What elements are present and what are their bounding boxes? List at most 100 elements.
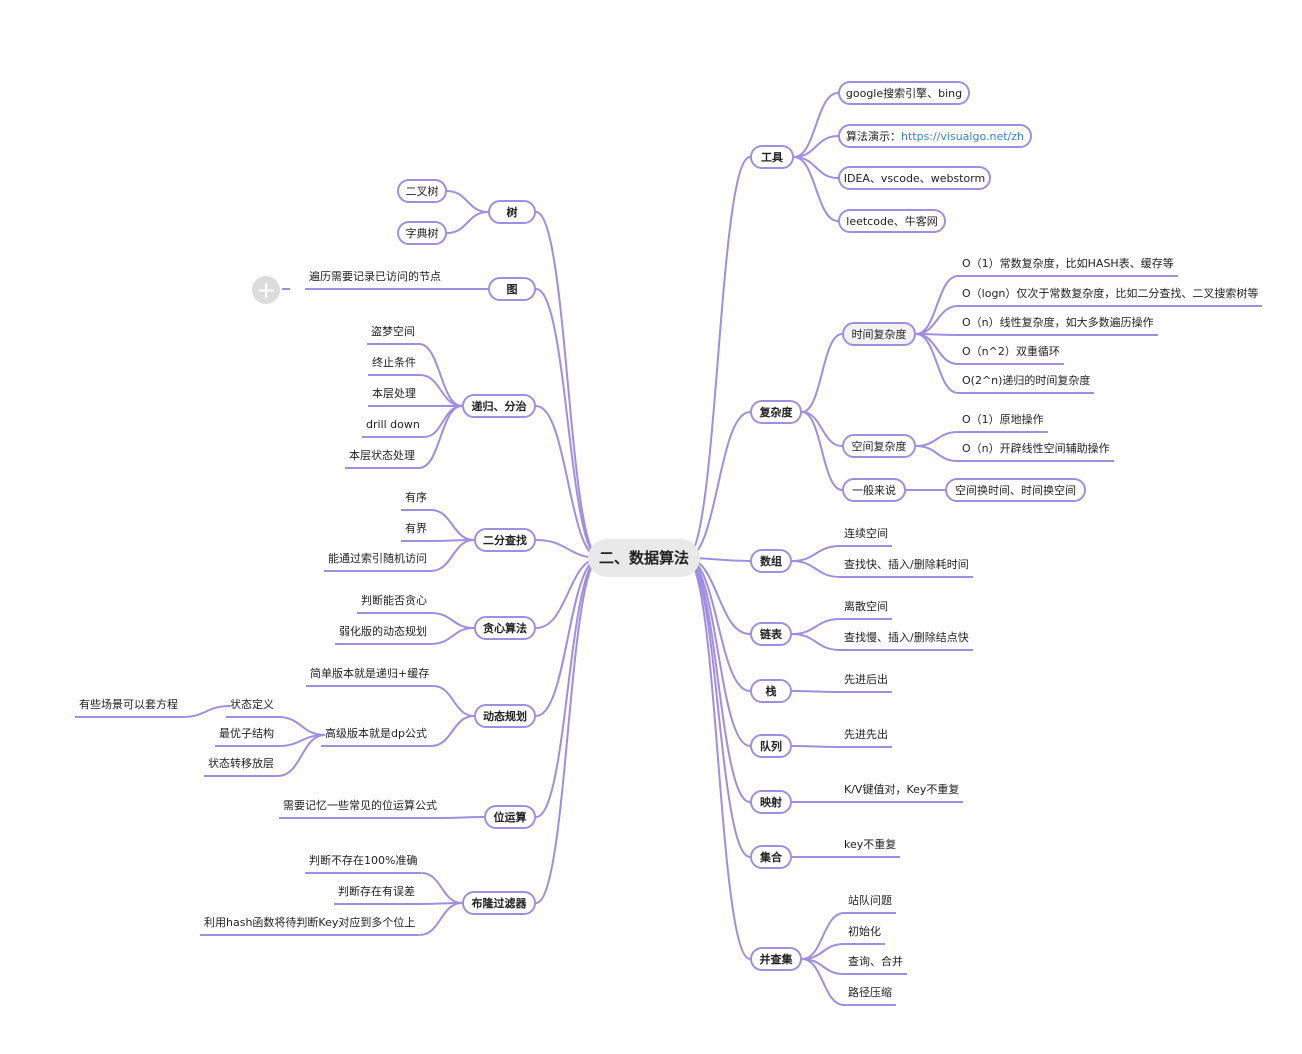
- connector: [801, 958, 845, 1006]
- connector: [791, 545, 841, 562]
- connector: [440, 816, 485, 819]
- connector: [418, 343, 463, 407]
- recursion-item-process[interactable]: 本层处理: [372, 387, 416, 400]
- uf-item-find-union[interactable]: 查询、合并: [848, 955, 903, 968]
- greedy-item-judge[interactable]: 判断能否贪心: [361, 594, 427, 607]
- bs-item-index[interactable]: 能通过索引随机访问: [328, 552, 427, 565]
- bloom-item-not-exist[interactable]: 判断不存在100%准确: [309, 854, 418, 867]
- time-item-on2[interactable]: O（n^2）双重循环: [962, 345, 1060, 358]
- recursion-item-terminate[interactable]: 终止条件: [372, 356, 416, 369]
- dp-optimal-substructure[interactable]: 最优子结构: [219, 727, 274, 740]
- recursion-item-drill-down[interactable]: drill down: [366, 418, 420, 431]
- tools-item-search[interactable]: google搜索引擎、bing: [838, 81, 970, 105]
- connector: [430, 715, 475, 747]
- tools-item-algo-demo[interactable]: 算法演示：https://visualgo.net/zh: [838, 124, 1032, 148]
- branch-graph[interactable]: 图: [488, 277, 536, 301]
- branch-dp[interactable]: 动态规划: [474, 704, 536, 728]
- branch-tools[interactable]: 工具: [750, 145, 794, 169]
- connector: [430, 627, 475, 645]
- time-item-o1[interactable]: O（1）常数复杂度，比如HASH表、缓存等: [962, 257, 1174, 270]
- connector: [801, 333, 843, 413]
- branch-bloom-filter[interactable]: 布隆过滤器: [462, 891, 536, 915]
- list-item-ops[interactable]: 查找慢、插入/删除结点快: [844, 631, 969, 644]
- dp-item-simple[interactable]: 简单版本就是递归+缓存: [310, 667, 430, 680]
- uf-item-init[interactable]: 初始化: [848, 925, 881, 938]
- root-edge: [685, 411, 751, 559]
- connector: [915, 333, 959, 365]
- branch-tree[interactable]: 树: [488, 200, 536, 224]
- list-item-discrete[interactable]: 离散空间: [844, 600, 888, 613]
- algo-demo-link[interactable]: https://visualgo.net/zh: [900, 129, 1024, 143]
- time-item-ologn[interactable]: O（logn）仅次于常数复杂度，比如二分查找、二叉搜索树等: [962, 287, 1259, 300]
- time-complexity-node[interactable]: 时间复杂度: [842, 322, 916, 346]
- space-item-o1[interactable]: O（1）原地操作: [962, 413, 1044, 426]
- branch-set[interactable]: 集合: [750, 845, 792, 869]
- stack-item[interactable]: 先进后出: [844, 673, 888, 686]
- connector: [791, 560, 841, 578]
- connector: [430, 509, 475, 541]
- branch-stack[interactable]: 栈: [750, 679, 792, 703]
- branch-greedy[interactable]: 贪心算法: [474, 616, 536, 640]
- tree-item-binary[interactable]: 二叉树: [397, 179, 447, 203]
- branch-bit-ops[interactable]: 位运算: [484, 805, 536, 829]
- bit-item[interactable]: 需要记忆一些常见的位运算公式: [283, 799, 437, 812]
- general-item[interactable]: 空间换时间、时间换空间: [945, 478, 1086, 502]
- connector: [181, 705, 231, 718]
- set-item[interactable]: key不重复: [844, 838, 897, 851]
- branch-union-find[interactable]: 并查集: [750, 947, 802, 971]
- connector: [793, 92, 839, 158]
- connector: [421, 872, 463, 904]
- tools-item-oj[interactable]: leetcode、牛客网: [838, 209, 946, 233]
- connector: [915, 275, 959, 335]
- connector: [915, 333, 959, 394]
- branch-queue[interactable]: 队列: [750, 734, 792, 758]
- branch-recursion[interactable]: 递归、分治: [462, 394, 536, 418]
- dp-state-definition-note[interactable]: 有些场景可以套方程: [79, 698, 178, 711]
- root-node[interactable]: 二、数据算法: [588, 539, 700, 577]
- array-item-contiguous[interactable]: 连续空间: [844, 527, 888, 540]
- dp-item-advanced[interactable]: 高级版本就是dp公式: [325, 727, 427, 740]
- branch-complexity[interactable]: 复杂度: [750, 400, 802, 424]
- dp-state-definition[interactable]: 状态定义: [230, 698, 274, 711]
- connector: [446, 211, 489, 234]
- plus-icon[interactable]: +: [252, 276, 280, 304]
- graph-item[interactable]: 遍历需要记录已访问的节点: [309, 270, 441, 283]
- connector: [791, 618, 841, 635]
- bs-item-sorted[interactable]: 有序: [405, 491, 427, 504]
- connector: [915, 445, 959, 462]
- connector: [277, 734, 326, 777]
- connector: [791, 633, 841, 651]
- branch-map[interactable]: 映射: [750, 790, 792, 814]
- bloom-item-exist[interactable]: 判断存在有误差: [338, 885, 415, 898]
- time-item-o2n[interactable]: O(2^n)递归的时间复杂度: [962, 374, 1091, 387]
- connector: [791, 745, 841, 748]
- uf-item-queue[interactable]: 站队问题: [848, 894, 892, 907]
- recursion-item-state[interactable]: 本层状态处理: [349, 449, 415, 462]
- branch-binary-search[interactable]: 二分查找: [474, 528, 536, 552]
- connector: [277, 716, 326, 736]
- bloom-item-hash[interactable]: 利用hash函数将待判断Key对应到多个位上: [204, 916, 416, 929]
- time-item-on[interactable]: O（n）线性复杂度，如大多数遍历操作: [962, 316, 1154, 329]
- connector: [419, 902, 463, 936]
- space-complexity-node[interactable]: 空间复杂度: [842, 434, 916, 458]
- algo-demo-prefix: 算法演示：: [845, 129, 901, 143]
- map-item[interactable]: K/V键值对，Key不重复: [844, 783, 960, 796]
- space-item-on[interactable]: O（n）开辟线性空间辅助操作: [962, 442, 1110, 455]
- tools-item-ide[interactable]: IDEA、vscode、webstorm: [838, 166, 991, 190]
- queue-item[interactable]: 先进先出: [844, 728, 888, 741]
- root-edge: [535, 557, 601, 904]
- array-item-ops[interactable]: 查找快、插入/删除耗时间: [844, 558, 969, 571]
- bs-item-bounded[interactable]: 有界: [405, 522, 427, 535]
- root-edge: [685, 557, 751, 692]
- connector: [801, 411, 843, 491]
- branch-array[interactable]: 数组: [750, 549, 792, 573]
- uf-item-path-compress[interactable]: 路径压缩: [848, 986, 892, 999]
- recursion-item-inception[interactable]: 盗梦空间: [371, 325, 415, 338]
- root-edge: [535, 557, 601, 818]
- tree-item-trie[interactable]: 字典树: [397, 221, 447, 245]
- general-node[interactable]: 一般来说: [842, 478, 906, 502]
- greedy-item-weak-dp[interactable]: 弱化版的动态规划: [339, 625, 427, 638]
- dp-state-transition[interactable]: 状态转移放层: [208, 757, 274, 770]
- branch-linked-list[interactable]: 链表: [750, 622, 792, 646]
